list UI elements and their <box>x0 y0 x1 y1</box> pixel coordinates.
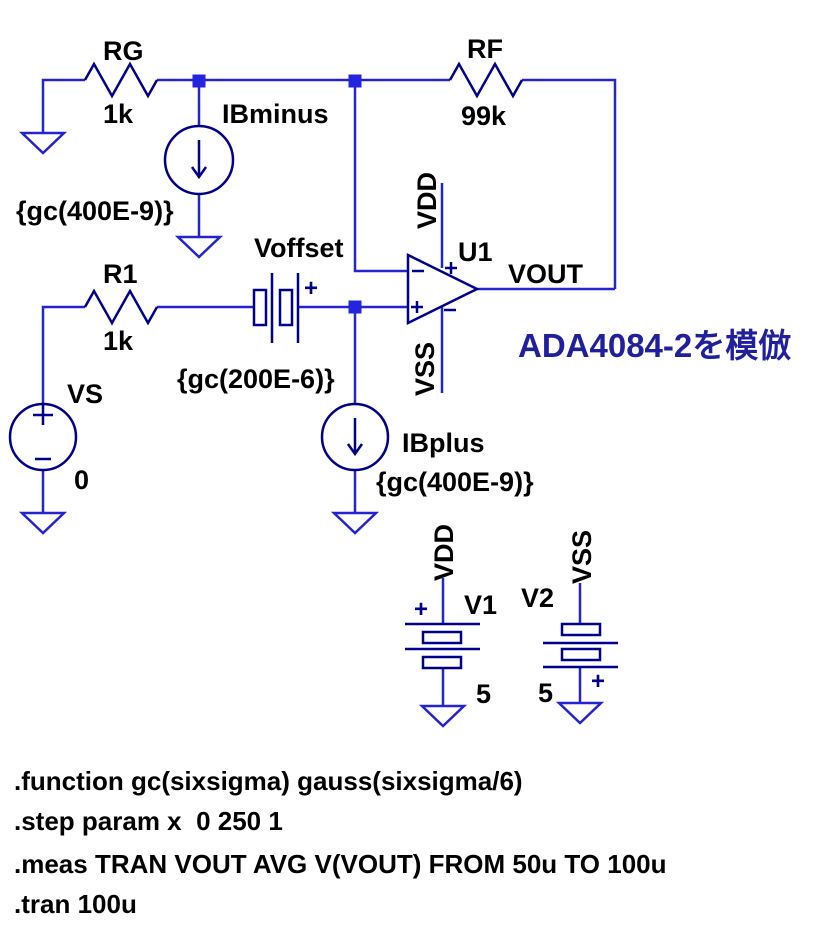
voffset-name[interactable]: Voffset <box>254 233 344 263</box>
voltage-source-v1[interactable]: VDD + V1 5 <box>405 524 497 709</box>
opamp-triangle <box>406 252 480 326</box>
resistor-r1-name[interactable]: R1 <box>103 259 138 289</box>
net-label-vout[interactable]: VOUT <box>508 259 584 289</box>
junction-dot <box>348 300 362 314</box>
voltage-source-voffset[interactable]: + Voffset {gc(200E-6)} <box>177 233 344 394</box>
resistor-rf-name[interactable]: RF <box>467 34 503 64</box>
rail-plus-mark <box>445 262 457 274</box>
ibplus-name[interactable]: IBplus <box>402 428 485 458</box>
resistor-rg-value[interactable]: 1k <box>103 99 134 129</box>
voffset-value[interactable]: {gc(200E-6)} <box>177 364 335 394</box>
current-arrow-icon <box>190 140 208 180</box>
junction-dot <box>192 74 206 88</box>
spice-directives: .function gc(sixsigma) gauss(sixsigma/6)… <box>14 766 667 919</box>
plus-mark: + <box>304 275 318 302</box>
ground-icon[interactable] <box>418 704 468 728</box>
voltage-source-circle <box>8 402 78 472</box>
junction-dot <box>348 74 362 88</box>
ground-symbols <box>18 131 605 728</box>
ground-icon[interactable] <box>18 511 68 535</box>
battery-short-plate <box>560 647 602 662</box>
directive-step[interactable]: .step param x 0 250 1 <box>14 806 283 836</box>
plus-mark: + <box>414 596 428 623</box>
ibminus-name[interactable]: IBminus <box>222 99 329 129</box>
battery-short-plate <box>278 288 294 327</box>
plus-mark <box>33 405 53 425</box>
wires <box>41 78 617 706</box>
current-source-ibminus[interactable]: IBminus {gc(400E-9)} <box>16 99 329 226</box>
net-label-vdd[interactable]: VDD <box>412 172 442 229</box>
resistor-r1[interactable]: R1 1k <box>83 259 159 356</box>
wire-feedback <box>353 80 408 273</box>
annotation-ada4084: ADA4084-2を模倣 <box>518 327 791 364</box>
junctions <box>192 74 362 314</box>
opamp-designator[interactable]: U1 <box>458 237 493 267</box>
ibminus-value[interactable]: {gc(400E-9)} <box>16 196 174 226</box>
wire-rf-right <box>522 78 617 289</box>
resistor-zigzag <box>448 61 524 99</box>
ground-icon[interactable] <box>330 511 380 535</box>
v1-value[interactable]: 5 <box>476 679 491 709</box>
net-label-vss[interactable]: VSS <box>567 530 597 584</box>
resistor-rg-name[interactable]: RG <box>103 36 144 66</box>
resistor-rf-value[interactable]: 99k <box>461 101 507 131</box>
battery-short-plate <box>421 655 463 670</box>
ground-icon[interactable] <box>18 131 68 155</box>
wire-vs-to-r1 <box>41 305 85 404</box>
battery-short-plate <box>560 622 602 637</box>
directive-function[interactable]: .function gc(sixsigma) gauss(sixsigma/6) <box>14 766 523 796</box>
resistor-zigzag <box>83 288 159 326</box>
ground-icon[interactable] <box>174 235 224 259</box>
resistor-rg[interactable]: RG 1k <box>83 36 159 129</box>
vs-value[interactable]: 0 <box>74 465 89 495</box>
voltage-source-vs[interactable]: VS 0 <box>8 379 103 495</box>
voltage-source-v2[interactable]: VSS + V2 5 <box>521 530 618 708</box>
directive-meas[interactable]: .meas TRAN VOUT AVG V(VOUT) FROM 50u TO … <box>14 849 667 879</box>
battery-short-plate <box>252 288 268 327</box>
vs-name[interactable]: VS <box>67 379 103 409</box>
plus-mark: + <box>591 668 605 695</box>
current-source-ibplus[interactable]: IBplus {gc(400E-9)} <box>320 402 534 497</box>
v2-name[interactable]: V2 <box>521 583 554 613</box>
v2-value[interactable]: 5 <box>538 678 553 708</box>
v1-name[interactable]: V1 <box>464 590 497 620</box>
directive-tran[interactable]: .tran 100u <box>14 889 137 919</box>
opamp-u1[interactable]: U1 VOUT VDD VSS <box>406 172 584 396</box>
ibplus-value[interactable]: {gc(400E-9)} <box>376 467 534 497</box>
resistor-r1-value[interactable]: 1k <box>103 326 134 356</box>
net-label-vss[interactable]: VSS <box>410 342 440 396</box>
resistor-zigzag <box>83 61 159 99</box>
noninverting-input-mark <box>411 301 423 313</box>
wire-rg-left-to-ground <box>41 78 85 133</box>
net-label-vdd[interactable]: VDD <box>429 524 459 581</box>
resistor-rf[interactable]: RF 99k <box>448 34 524 131</box>
ground-icon[interactable] <box>555 701 605 725</box>
battery-short-plate <box>421 630 463 645</box>
current-arrow-icon <box>346 418 364 457</box>
